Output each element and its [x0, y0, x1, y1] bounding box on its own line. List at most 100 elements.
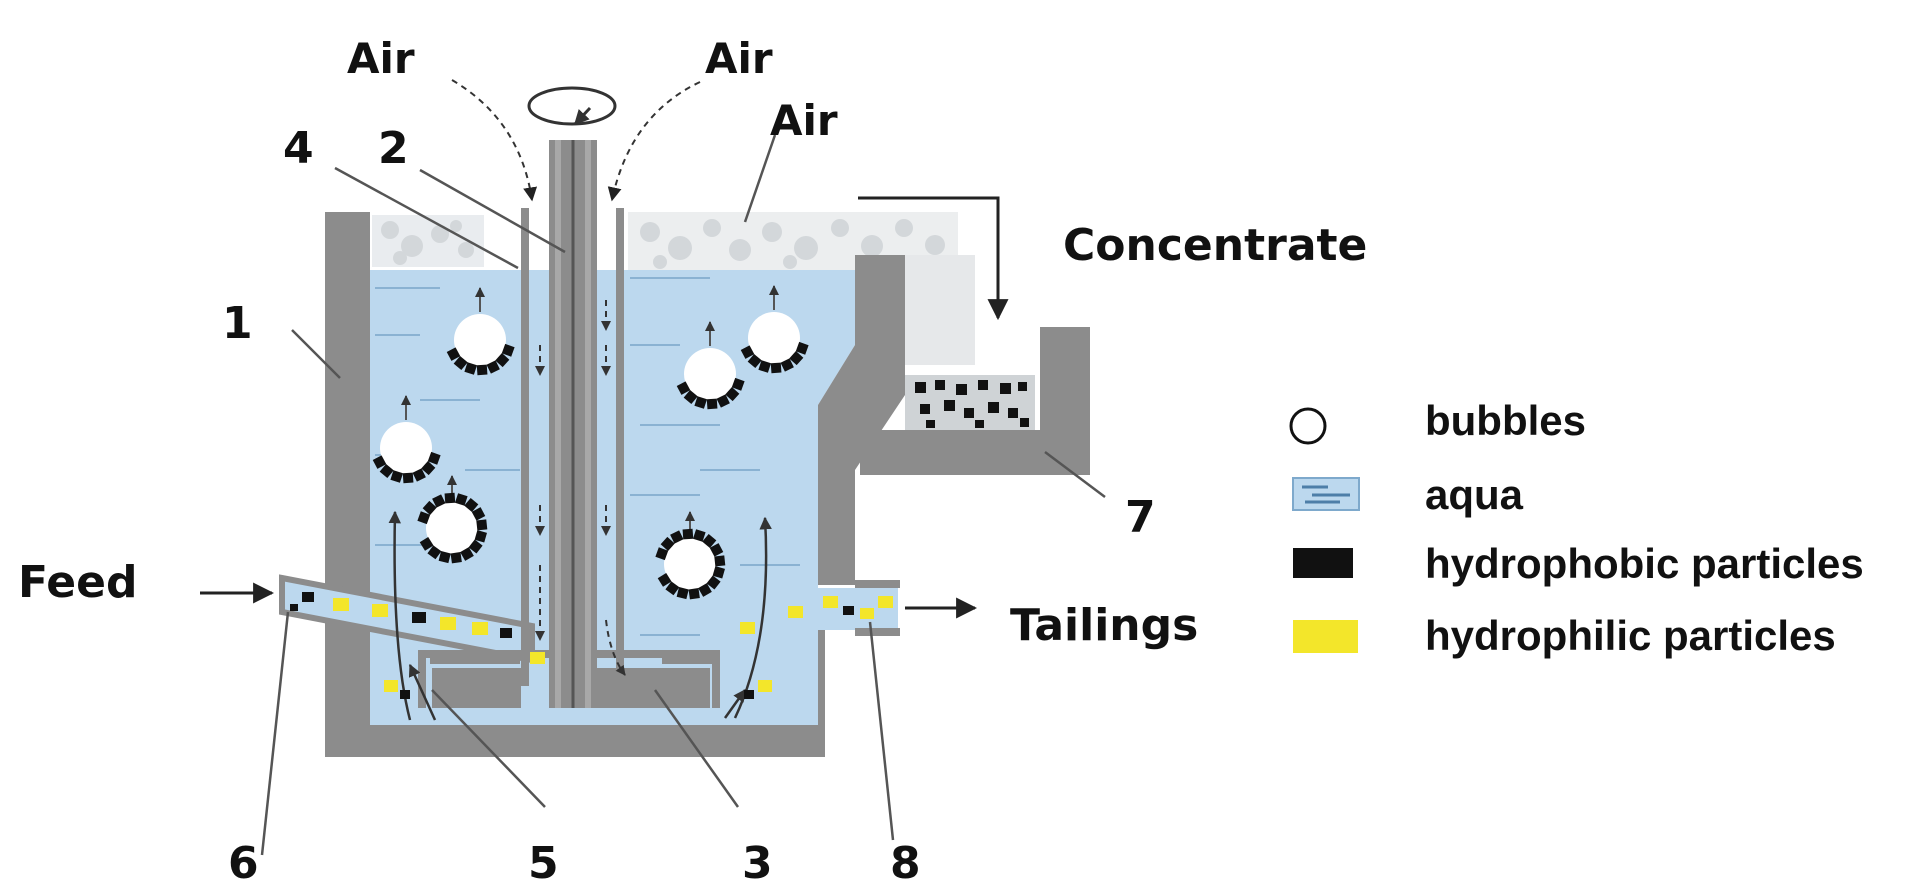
attached-hydrophobic-particle: [417, 511, 431, 525]
attached-hydrophobic-particle: [692, 529, 706, 542]
bubble-legend-icon: [1289, 407, 1327, 445]
bubble: [664, 538, 716, 590]
concentrate-launder: [860, 327, 1090, 475]
attached-hydrophobic-particle: [476, 519, 488, 531]
part-number-6: 6: [228, 838, 259, 888]
tailings-pipe: [740, 580, 900, 636]
air-left-label: Air: [347, 34, 415, 83]
aqua-legend-icon: [1292, 477, 1360, 511]
attached-hydrophobic-particle: [780, 358, 794, 372]
leader-lines: [260, 134, 1106, 856]
attached-hydrophobic-particle: [789, 351, 804, 366]
rotor-shaft: [527, 86, 617, 708]
attached-hydrophobic-particle: [712, 566, 725, 579]
attached-hydrophobic-particle: [725, 387, 740, 402]
bubble: [454, 314, 506, 366]
part-number-1: 1: [222, 298, 253, 349]
attached-hydrophobic-particle: [702, 533, 717, 549]
feed-label: Feed: [18, 557, 137, 608]
attached-hydrophobic-particle: [471, 507, 486, 521]
part-numbers: 1 2 3 4 5 6 7 8: [222, 123, 1156, 888]
flow-labels: Air Air Air Concentrate Feed Tailings: [18, 34, 1367, 651]
legend-hydrophobic-label: hydrophobic particles: [1425, 540, 1864, 587]
air-flow-arrows: [451, 79, 701, 676]
attached-hydrophobic-particle: [444, 492, 456, 504]
bubble: [426, 502, 478, 554]
attached-hydrophobic-particle: [747, 353, 762, 369]
attached-hydrophobic-particle: [683, 389, 698, 405]
attached-hydrophobic-particle: [709, 543, 724, 557]
attached-hydrophobic-particle: [476, 364, 488, 376]
attached-hydrophobic-particle: [795, 341, 809, 355]
legend-hydrophilic-label: hydrophilic particles: [1425, 612, 1836, 659]
attached-hydrophobic-particle: [474, 530, 487, 543]
tailings-label: Tailings: [1010, 600, 1198, 651]
attached-hydrophobic-particle: [740, 345, 755, 359]
stator-shroud: [418, 208, 720, 708]
attached-hydrophobic-particle: [412, 468, 426, 482]
attached-hydrophobic-particle: [682, 528, 694, 540]
attached-hydrophobic-particle: [372, 455, 387, 469]
part-number-8: 8: [890, 838, 921, 888]
attached-hydrophobic-particle: [432, 494, 446, 508]
hydrophilic-legend-icon: [1293, 620, 1358, 653]
attached-hydrophobic-particle: [450, 552, 462, 564]
part-number-2: 2: [378, 123, 409, 174]
attached-hydrophobic-particle: [770, 362, 782, 374]
attached-hydrophobic-particle: [422, 500, 437, 515]
attached-hydrophobic-particle: [706, 398, 718, 410]
attached-hydrophobic-particle: [694, 396, 708, 409]
bubble: [380, 422, 432, 474]
attached-hydrophobic-particle: [390, 470, 404, 483]
attached-hydrophobic-particle: [706, 575, 721, 590]
attached-hydrophobic-particle: [419, 537, 434, 551]
air-top-label: Air: [770, 96, 838, 145]
attached-hydrophobic-particle: [655, 547, 669, 561]
attached-hydrophobic-particle: [657, 573, 672, 587]
attached-hydrophobic-particle: [688, 588, 700, 600]
attached-hydrophobic-particle: [731, 377, 745, 391]
external-arrows: [200, 196, 1009, 619]
part-number-4: 4: [283, 123, 314, 174]
attached-hydrophobic-particle: [676, 381, 691, 395]
attached-hydrophobic-particle: [714, 555, 726, 567]
part-number-5: 5: [528, 838, 559, 888]
attached-hydrophobic-particle: [379, 463, 394, 479]
attached-hydrophobic-particle: [421, 461, 436, 476]
tank-wall: [325, 212, 905, 757]
attached-hydrophobic-particle: [464, 497, 479, 513]
attached-hydrophobic-particle: [402, 472, 414, 484]
concentrate-label: Concentrate: [1063, 220, 1367, 271]
attached-hydrophobic-particle: [464, 362, 478, 375]
bubbles: [372, 285, 809, 600]
attached-hydrophobic-particle: [501, 343, 515, 357]
bottom-particles: [384, 652, 772, 699]
feed-particles: [290, 592, 512, 638]
attached-hydrophobic-particle: [676, 587, 689, 600]
legend-aqua-label: aqua: [1425, 471, 1524, 518]
legend: bubbles aqua hydrophobic particles hydro…: [1289, 397, 1864, 659]
attached-hydrophobic-particle: [670, 530, 684, 544]
attached-hydrophobic-particle: [716, 394, 730, 408]
attached-hydrophobic-particle: [758, 360, 772, 373]
tailings-particles: [740, 596, 893, 634]
attached-hydrophobic-particle: [486, 360, 500, 374]
attached-hydrophobic-particle: [427, 545, 442, 560]
part-number-3: 3: [742, 838, 773, 888]
legend-bubbles-label: bubbles: [1425, 397, 1586, 444]
attached-hydrophobic-particle: [665, 581, 680, 596]
attached-hydrophobic-particle: [453, 355, 468, 371]
attached-hydrophobic-particle: [698, 583, 712, 597]
hydrophobic-legend-icon: [1293, 548, 1353, 578]
air-right-label: Air: [705, 34, 773, 83]
attached-hydrophobic-particle: [438, 551, 451, 564]
part-number-7: 7: [1125, 492, 1156, 543]
attached-hydrophobic-particle: [446, 347, 461, 361]
attached-hydrophobic-particle: [460, 547, 474, 561]
attached-hydrophobic-particle: [660, 536, 675, 551]
attached-hydrophobic-particle: [468, 539, 483, 554]
circulation-arrows: [388, 510, 772, 721]
bubble: [684, 348, 736, 400]
attached-hydrophobic-particle: [427, 451, 441, 465]
